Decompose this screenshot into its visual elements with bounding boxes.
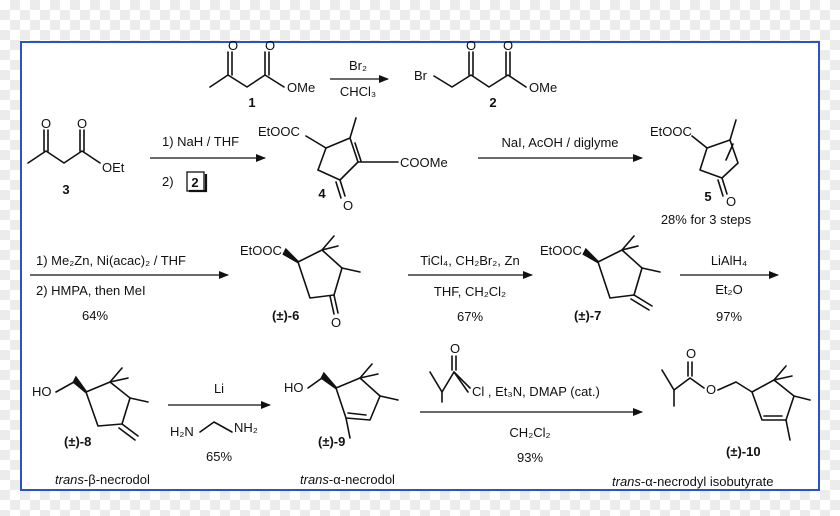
svg-text:O: O	[228, 38, 238, 53]
compound-2: Br O O OMe 2	[414, 38, 557, 110]
compound-7-ester: EtOOC	[540, 243, 582, 258]
compound-4-ester-left: EtOOC	[258, 124, 300, 139]
reagent-lialh4: LiAlH₄	[711, 253, 747, 268]
compound-10-carbonyl-o: O	[686, 346, 696, 361]
reagent-nai: NaI, AcOH / diglyme	[501, 135, 618, 150]
compound-2-label: 2	[489, 95, 496, 110]
step-hmpa: 2) HMPA, then MeI	[36, 283, 146, 298]
compound-10-label: (±)-10	[726, 444, 761, 459]
svg-text:O: O	[265, 38, 275, 53]
compound-3-group: OEt	[102, 160, 125, 175]
compound-4-oxygen: O	[343, 198, 353, 213]
svg-text:O: O	[503, 38, 513, 53]
diamine-chain	[199, 421, 233, 433]
compound-5-oxygen: O	[726, 194, 736, 209]
compound-5: EtOOC O 5 28% for 3 steps	[650, 119, 752, 227]
reagent-et2o: Et₂O	[715, 282, 742, 297]
yield-3-steps: 28% for 3 steps	[661, 212, 752, 227]
compound-8: HO (±)-8 trans-β-necrodol	[32, 367, 150, 487]
compound-8-ho: HO	[32, 384, 52, 399]
compound-1-label: 1	[248, 95, 255, 110]
step-2-prefix: 2)	[162, 174, 174, 189]
acyl-oxygen: O	[450, 341, 460, 356]
reagent-thf-ch2cl2: THF, CH₂Cl₂	[434, 284, 506, 299]
diamine-left: H₂N	[170, 424, 194, 439]
isobutyryl-chloride: O	[429, 341, 471, 403]
compound-3-label: 3	[62, 182, 69, 197]
compound-1: O O OMe 1	[209, 38, 315, 110]
compound-6-label: (±)-6	[272, 308, 299, 323]
compound-10-ester-o: O	[706, 382, 716, 397]
compound-4-label: 4	[318, 186, 326, 201]
scheme-frame	[20, 41, 820, 491]
reagent-br2: Br₂	[349, 58, 367, 73]
compound-7: EtOOC (±)-7	[540, 235, 661, 323]
compound-6: EtOOC O (±)-6	[240, 235, 361, 330]
reagent-ch2cl2: CH₂Cl₂	[509, 425, 550, 440]
compound-9-label: (±)-9	[318, 434, 345, 449]
compound-3: O O OEt 3	[27, 116, 125, 197]
compound-5-label: 5	[704, 189, 711, 204]
compound-5-ester: EtOOC	[650, 124, 692, 139]
compound-2-group: OMe	[529, 80, 557, 95]
compound-2-br: Br	[414, 68, 428, 83]
compound-10-name: trans-α-necrodyl isobutyrate	[612, 474, 773, 489]
compound-9-ho: HO	[284, 380, 304, 395]
compound-6-oxygen: O	[331, 315, 341, 330]
compound-8-label: (±)-8	[64, 434, 91, 449]
reagent-chcl3: CHCl₃	[340, 84, 376, 99]
step-nah: 1) NaH / THF	[162, 134, 239, 149]
svg-text:O: O	[41, 116, 51, 131]
compound-6-ester: EtOOC	[240, 243, 282, 258]
compound-8-name: trans-β-necrodol	[55, 472, 150, 487]
compound-4: EtOOC COOMe O 4	[258, 117, 448, 213]
compound-4-ester-right: COOMe	[400, 155, 448, 170]
reagent-li: Li	[214, 381, 224, 396]
reagent-ticl4: TiCl₄, CH₂Br₂, Zn	[420, 253, 519, 268]
yield-65: 65%	[206, 449, 232, 464]
diamine-right: NH₂	[234, 420, 258, 435]
yield-97: 97%	[716, 309, 742, 324]
yield-93: 93%	[517, 450, 543, 465]
compound-9: HO (±)-9 trans-α-necrodol	[284, 363, 399, 487]
compound-7-label: (±)-7	[574, 308, 601, 323]
compound-ref-2: 2	[191, 175, 198, 190]
svg-text:O: O	[466, 38, 476, 53]
reagent-acylation: Cl , Et₃N, DMAP (cat.)	[472, 384, 600, 399]
yield-64: 64%	[82, 308, 108, 323]
yield-67: 67%	[457, 309, 483, 324]
compound-10: O O (±)-10 trans-α-necrodyl isobutyrate	[612, 346, 811, 489]
svg-text:O: O	[77, 116, 87, 131]
compound-9-name: trans-α-necrodol	[300, 472, 395, 487]
compound-1-group: OMe	[287, 80, 315, 95]
step-me2zn: 1) Me₂Zn, Ni(acac)₂ / THF	[36, 253, 186, 268]
